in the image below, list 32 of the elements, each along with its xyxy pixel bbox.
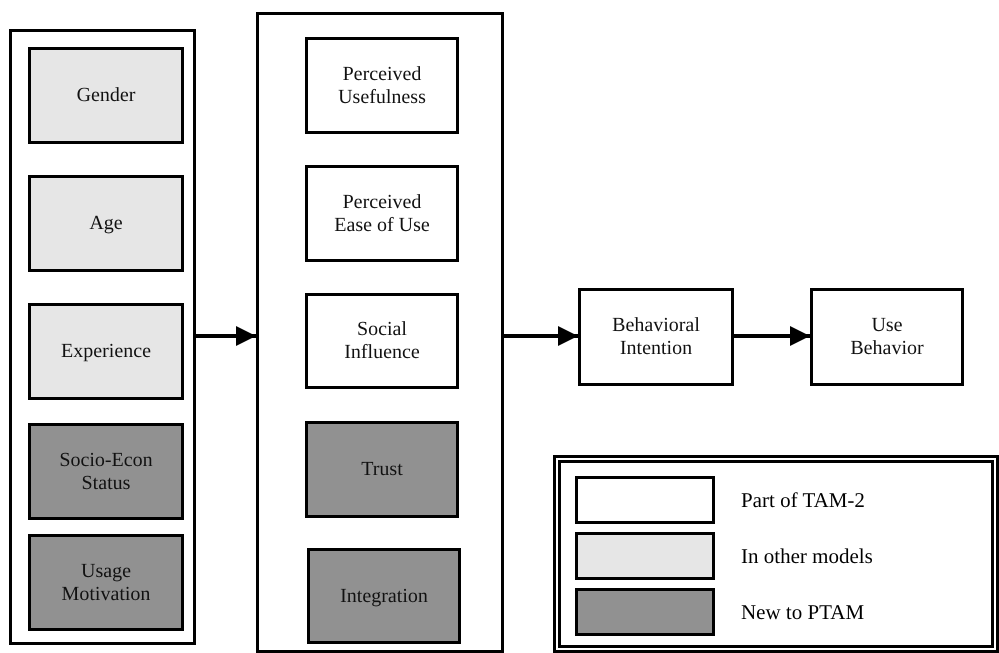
- construct-label: Social Influence: [343, 318, 421, 364]
- construct-label: Integration: [340, 584, 428, 608]
- construct-box: [305, 165, 459, 262]
- construct-label: Perceived Usefulness: [337, 62, 427, 108]
- legend-label: New to PTAM: [741, 600, 864, 624]
- construct-box: [305, 421, 459, 518]
- construct-box: [28, 534, 184, 631]
- arrow: [196, 326, 256, 346]
- construct-label: Gender: [76, 84, 136, 107]
- construct-box: [28, 47, 184, 144]
- construct-box: [810, 288, 964, 386]
- construct-label: Use Behavior: [849, 314, 925, 360]
- construct-box: [28, 303, 184, 400]
- construct-label: Experience: [61, 340, 151, 363]
- group-panel: [9, 29, 196, 645]
- construct-label: Trust: [361, 458, 403, 481]
- construct-label: Usage Motivation: [60, 560, 152, 606]
- construct-box: [28, 423, 184, 520]
- construct-box: [28, 175, 184, 272]
- construct-label: Age: [89, 212, 123, 235]
- construct-label: Perceived Ease of Use: [333, 190, 431, 236]
- construct-label: Behavioral Intention: [611, 314, 701, 360]
- group-panel: [256, 12, 504, 653]
- legend-label: In other models: [741, 544, 873, 568]
- construct-box: [578, 288, 734, 386]
- construct-label: Socio-Econ Status: [58, 448, 154, 494]
- construct-box: [305, 37, 459, 134]
- legend-label: Part of TAM-2: [741, 488, 865, 512]
- construct-box: [307, 548, 461, 644]
- arrow: [734, 326, 810, 346]
- construct-box: [305, 293, 459, 389]
- arrow: [504, 326, 578, 346]
